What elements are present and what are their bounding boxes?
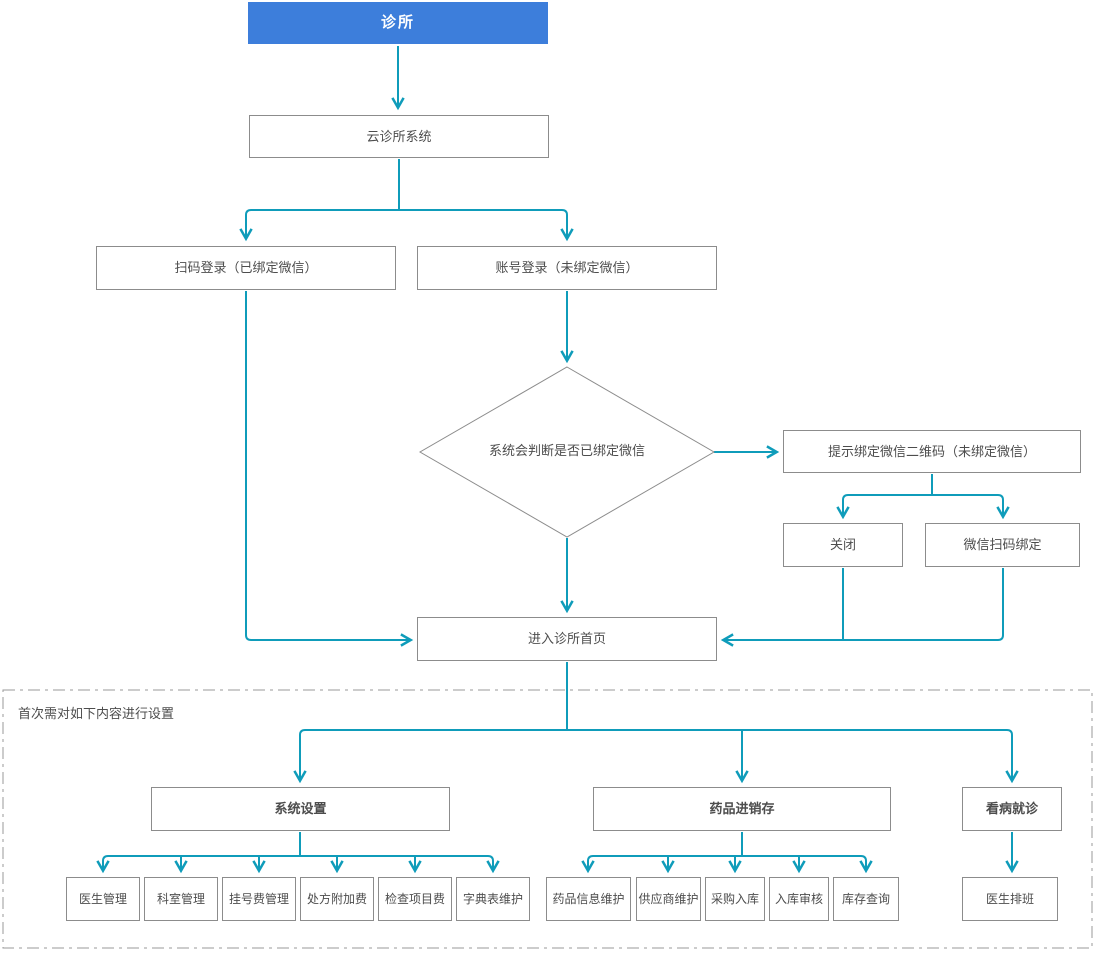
node-prompt-bind-qr: 提示绑定微信二维码（未绑定微信） (783, 430, 1081, 473)
node-cloud-clinic-system: 云诊所系统 (249, 115, 549, 158)
node-purchase-inbound: 采购入库 (705, 877, 765, 921)
node-dictionary-maintenance: 字典表维护 (456, 877, 530, 921)
setup-region-note: 首次需对如下内容进行设置 (18, 706, 175, 721)
node-inbound-audit: 入库审核 (769, 877, 829, 921)
node-doctor-management: 医生管理 (66, 877, 140, 921)
node-drug-inventory: 药品进销存 (593, 787, 891, 831)
node-supplier-maintenance: 供应商维护 (636, 877, 701, 921)
node-close: 关闭 (783, 523, 903, 567)
decision-diamond-shape (419, 366, 715, 538)
node-exam-item-fee: 检查项目费 (378, 877, 452, 921)
node-prescription-surcharge: 处方附加费 (300, 877, 374, 921)
node-clinic: 诊所 (248, 2, 548, 44)
node-account-login: 账号登录（未绑定微信） (417, 246, 717, 290)
node-stock-query: 库存查询 (833, 877, 899, 921)
node-wechat-scan-bind: 微信扫码绑定 (925, 523, 1080, 567)
node-department-management: 科室管理 (144, 877, 218, 921)
node-registration-fee-management: 挂号费管理 (222, 877, 296, 921)
decision-diamond-label: 系统会判断是否已绑定微信 (488, 443, 645, 458)
node-enter-clinic-home: 进入诊所首页 (417, 617, 717, 661)
setup-region-border (2, 689, 1093, 949)
node-system-settings: 系统设置 (151, 787, 450, 831)
node-drug-info-maintenance: 药品信息维护 (546, 877, 631, 921)
node-see-doctor: 看病就诊 (962, 787, 1062, 831)
node-doctor-schedule: 医生排班 (962, 877, 1058, 921)
node-scan-login: 扫码登录（已绑定微信） (96, 246, 396, 290)
